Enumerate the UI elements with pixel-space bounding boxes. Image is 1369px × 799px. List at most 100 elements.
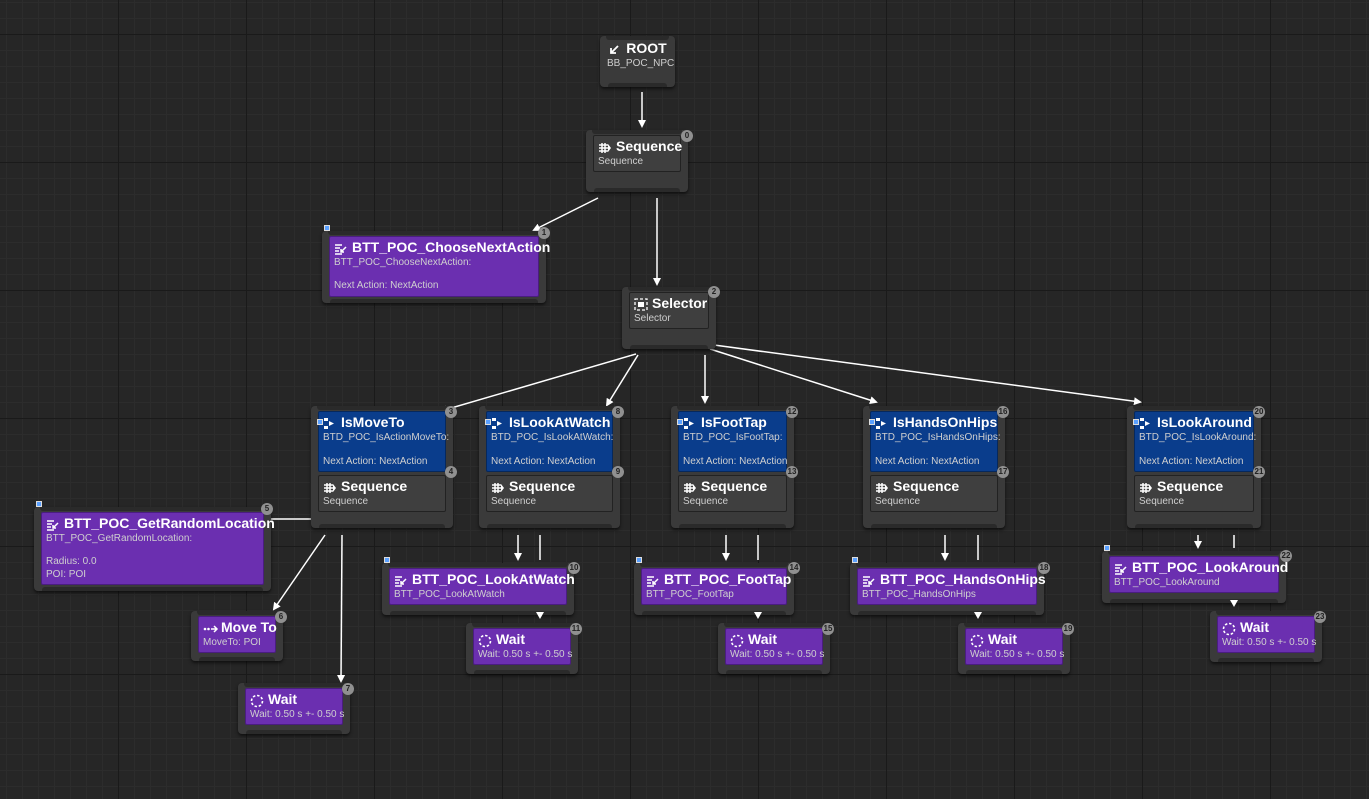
decorator-is-hands-on-hips[interactable]: IsHandsOnHips BTD_POC_IsHandsOnHips: Nex…: [870, 411, 1001, 472]
sequence-node[interactable]: Sequence Sequence: [870, 475, 998, 512]
sequence-icon: [598, 141, 611, 153]
sequence-subtitle: Sequence: [683, 496, 729, 507]
task-title: BTT_POC_ChooseNextAction: [352, 239, 551, 255]
index-badge: 8: [612, 406, 624, 418]
decorator-is-look-around[interactable]: IsLookAround BTD_POC_IsLookAround: Next …: [1134, 411, 1256, 472]
task-wait-23[interactable]: Wait Wait: 0.50 s +- 0.50 s 23: [1210, 611, 1326, 662]
sequence-node[interactable]: Sequence Sequence: [1134, 475, 1254, 512]
task-wait-11[interactable]: Wait Wait: 0.50 s +- 0.50 s 11: [466, 623, 582, 674]
task-title: Wait: [496, 631, 526, 647]
index-badge: 2: [708, 286, 720, 298]
sequence-node[interactable]: Sequence Sequence: [486, 475, 613, 512]
wire-selector-handsonhips: [709, 348, 878, 404]
sequence-title: Sequence: [893, 478, 960, 494]
task-subtitle: BTT_POC_ChooseNextAction:: [334, 257, 472, 268]
task-foot-tap[interactable]: BTT_POC_FootTap BTT_POC_FootTap 14: [634, 557, 800, 615]
task-wait-7[interactable]: Wait Wait: 0.50 s +- 0.50 s 7: [238, 683, 354, 734]
index-badge: 4: [445, 466, 457, 478]
decorator-is-foot-tap[interactable]: IsFootTap BTD_POC_IsFootTap: Next Action…: [678, 411, 788, 472]
sequence-node[interactable]: Sequence Sequence: [318, 475, 446, 512]
decorator-is-look-at-watch[interactable]: IsLookAtWatch BTD_POC_IsLookAtWatch: Nex…: [486, 411, 613, 472]
branch-is-foot-tap[interactable]: IsFootTap BTD_POC_IsFootTap: Next Action…: [671, 406, 798, 528]
selector-subtitle: Selector: [634, 313, 671, 324]
task-look-around[interactable]: BTT_POC_LookAround BTT_POC_LookAround 22: [1102, 545, 1292, 603]
task-title: BTT_POC_GetRandomLocation: [64, 515, 275, 531]
task-hands-on-hips[interactable]: BTT_POC_HandsOnHips BTT_POC_HandsOnHips …: [850, 557, 1050, 615]
sequence-subtitle: Sequence: [875, 496, 921, 507]
task-title: Move To: [221, 619, 277, 635]
branch-is-look-at-watch[interactable]: IsLookAtWatch BTD_POC_IsLookAtWatch: Nex…: [479, 406, 624, 528]
wire-moveto-movetask: [272, 534, 326, 611]
task-title: BTT_POC_LookAround: [1132, 559, 1289, 575]
breakpoint-marker: [485, 419, 491, 425]
wait-icon: [478, 634, 492, 647]
index-badge: 10: [568, 562, 580, 574]
breakpoint-marker: [324, 225, 330, 231]
task-choose-next-action[interactable]: BTT_POC_ChooseNextAction BTT_POC_ChooseN…: [322, 225, 550, 303]
decorator-is-move-to[interactable]: IsMoveTo BTD_POC_IsActionMoveTo: Next Ac…: [318, 411, 450, 472]
sequence-icon: [683, 481, 696, 493]
task-title: BTT_POC_HandsOnHips: [880, 571, 1046, 587]
index-badge: 21: [1253, 466, 1265, 478]
decorator-icon: [683, 417, 696, 429]
wire-moveto-wait7: [337, 534, 346, 683]
wire-selector-lookaround: [713, 344, 1142, 406]
task-subtitle: Wait: 0.50 s +- 0.50 s: [250, 709, 345, 720]
selector-title: Selector: [652, 295, 708, 311]
task-wait-15[interactable]: Wait Wait: 0.50 s +- 0.50 s 15: [718, 623, 834, 674]
decorator-subtitle: BTD_POC_IsFootTap:: [683, 432, 783, 443]
task-get-random-location[interactable]: BTT_POC_GetRandomLocation BTT_POC_GetRan…: [34, 501, 275, 591]
sequence-title: Sequence: [616, 138, 683, 154]
decorator-property: Next Action: NextAction: [491, 456, 596, 467]
sequence-title: Sequence: [1157, 478, 1224, 494]
task-icon: [646, 574, 659, 587]
breakpoint-marker: [1133, 419, 1139, 425]
decorator-property: Next Action: NextAction: [683, 456, 788, 467]
sequence-icon: [1139, 481, 1152, 493]
decorator-title: IsLookAround: [1157, 414, 1252, 430]
decorator-subtitle: BTD_POC_IsHandsOnHips:: [875, 432, 1001, 443]
decorator-title: IsLookAtWatch: [509, 414, 611, 430]
selector-icon: [634, 297, 648, 311]
move-to-icon: [203, 622, 219, 634]
breakpoint-marker: [384, 557, 390, 563]
decorator-title: IsHandsOnHips: [893, 414, 998, 430]
task-subtitle: Wait: 0.50 s +- 0.50 s: [1222, 637, 1317, 648]
index-badge: 7: [342, 683, 354, 695]
sequence-title: Sequence: [701, 478, 768, 494]
selector-node[interactable]: Selector Selector 2: [622, 286, 720, 349]
sequence-subtitle: Sequence: [1139, 496, 1185, 507]
task-property: Next Action: NextAction: [334, 280, 439, 291]
index-badge: 11: [570, 623, 582, 635]
task-property-poi: POI: POI: [46, 569, 87, 580]
sequence-node-0[interactable]: Sequence Sequence 0: [586, 130, 693, 192]
task-icon: [46, 518, 59, 531]
index-badge: 22: [1280, 550, 1292, 562]
branch-is-move-to[interactable]: IsMoveTo BTD_POC_IsActionMoveTo: Next Ac…: [311, 406, 457, 528]
decorator-icon: [875, 417, 888, 429]
index-badge: 17: [997, 466, 1009, 478]
decorator-icon: [323, 417, 336, 429]
decorator-subtitle: BTD_POC_IsLookAtWatch:: [491, 432, 614, 443]
root-title: ROOT: [626, 40, 667, 56]
index-badge: 12: [786, 406, 798, 418]
decorator-subtitle: BTD_POC_IsActionMoveTo:: [323, 432, 450, 443]
task-wait-19[interactable]: Wait Wait: 0.50 s +- 0.50 s 19: [958, 623, 1074, 674]
sequence-subtitle: Sequence: [323, 496, 369, 507]
root-node[interactable]: ROOT BB_POC_NPC: [600, 36, 675, 87]
sequence-node[interactable]: Sequence Sequence: [678, 475, 787, 512]
task-icon: [334, 242, 347, 255]
wait-icon: [250, 694, 264, 707]
task-look-at-watch[interactable]: BTT_POC_LookAtWatch BTT_POC_LookAtWatch …: [382, 557, 580, 615]
index-badge: 13: [786, 466, 798, 478]
decorator-property: Next Action: NextAction: [875, 456, 980, 467]
branch-is-hands-on-hips[interactable]: IsHandsOnHips BTD_POC_IsHandsOnHips: Nex…: [863, 406, 1009, 528]
task-icon: [862, 574, 875, 587]
index-badge: 18: [1038, 562, 1050, 574]
index-badge: 0: [681, 130, 693, 142]
branch-is-look-around[interactable]: IsLookAround BTD_POC_IsLookAround: Next …: [1127, 406, 1265, 528]
task-move-to[interactable]: Move To MoveTo: POI 6: [191, 611, 287, 661]
task-title: BTT_POC_LookAtWatch: [412, 571, 575, 587]
index-badge: 15: [822, 623, 834, 635]
